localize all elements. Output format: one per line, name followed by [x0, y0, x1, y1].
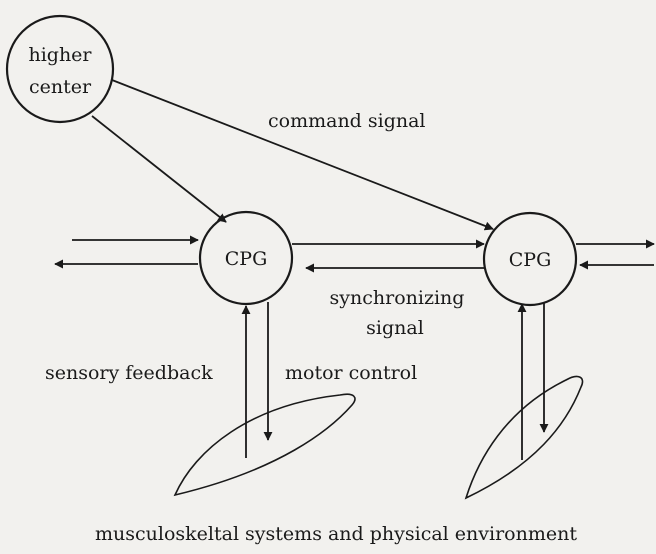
bottom-caption: musculoskeltal systems and physical envi…	[95, 523, 577, 545]
muscle-shape-right	[464, 375, 584, 500]
synchronizing-signal-label-line1: synchronizing	[330, 287, 465, 309]
cpg-left-label: CPG	[225, 248, 268, 270]
cpg-right-label: CPG	[509, 249, 552, 271]
motor-control-label: motor control	[285, 362, 417, 384]
higher-center-label-line1: higher	[28, 44, 92, 66]
command-arrow-to-right-cpg	[111, 79, 494, 231]
higher-center-node: higher center	[5, 14, 115, 124]
higher-center-label-line2: center	[29, 76, 92, 98]
command-signal-label: command signal	[268, 110, 426, 132]
cpg-left-node: CPG	[198, 210, 294, 306]
synchronizing-signal-label-line2: signal	[366, 317, 424, 339]
sensory-feedback-label: sensory feedback	[45, 362, 213, 384]
cpg-right-node: CPG	[482, 211, 578, 307]
muscle-shape-left	[173, 393, 356, 497]
command-arrow-to-left-cpg	[91, 115, 227, 223]
